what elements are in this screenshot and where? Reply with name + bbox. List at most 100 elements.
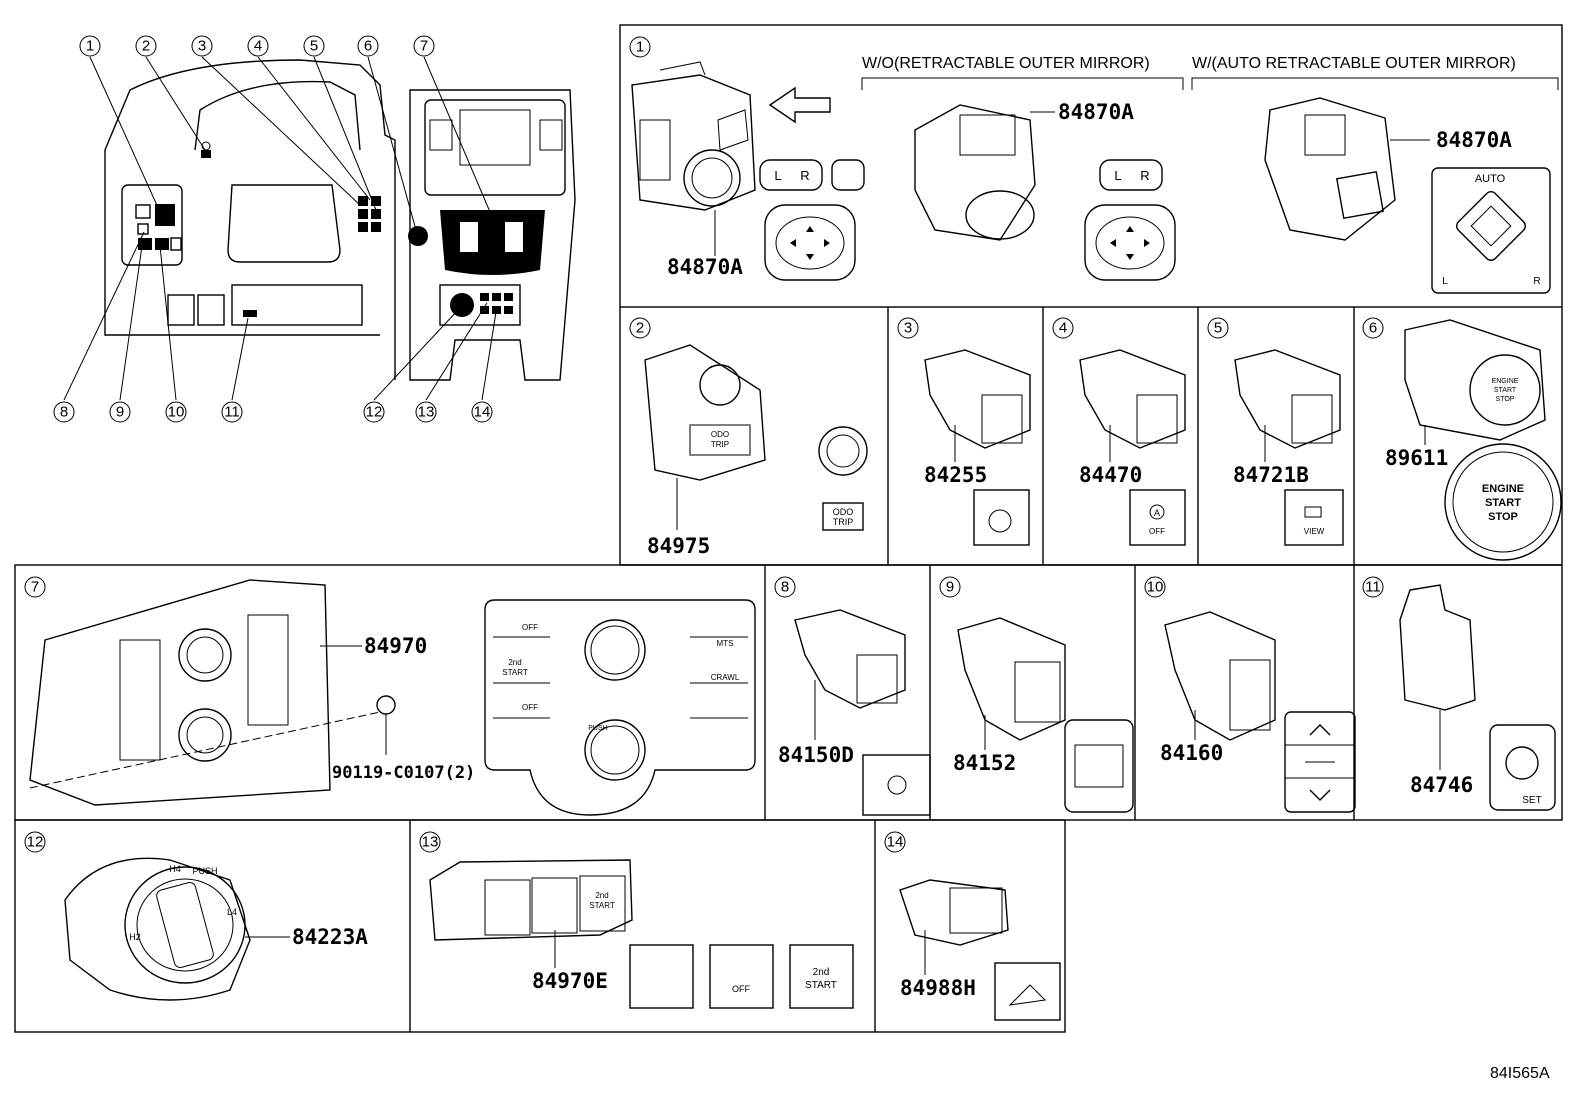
svg-text:PUSH: PUSH: [588, 725, 607, 732]
arrow-icon: [768, 86, 831, 124]
callout-circle: [357, 35, 379, 57]
engine-start-stop-icon: [1444, 443, 1562, 561]
svg-text:A: A: [1154, 508, 1160, 518]
callout-circle: [79, 35, 101, 57]
auto-off-button-icon: [1129, 489, 1186, 546]
panel-7: 7 84970 90119-C0107(2) OFF 2nd START OFF…: [24, 576, 756, 816]
fog-light-switch-icon: [1064, 719, 1134, 813]
header-without-retractable: W/O(RETRACTABLE OUTER MIRROR): [862, 55, 1150, 72]
svg-text:2nd: 2nd: [508, 658, 521, 667]
svg-text:TRIP: TRIP: [833, 517, 854, 527]
panel-14: 14 84988H: [884, 831, 1061, 1021]
panel-11-number: 11: [1365, 579, 1381, 596]
part-90119-C0107: 90119-C0107(2): [332, 763, 475, 783]
lr-button-icon: [1099, 159, 1163, 191]
part-84470: 84470: [1079, 463, 1142, 487]
svg-text:STOP: STOP: [1488, 511, 1518, 523]
panel-7-number: 7: [31, 579, 39, 596]
callout-circle: [471, 401, 493, 423]
panel-13-number: 13: [422, 834, 439, 851]
svg-text:MTS: MTS: [717, 639, 734, 648]
svg-text:START: START: [805, 980, 837, 991]
panel-13: 13 2nd START 84970E OFF 2nd START: [419, 831, 854, 1009]
part-84160: 84160: [1160, 741, 1223, 765]
panel-10: 10 84160: [1144, 576, 1356, 813]
panel-1: 1 W/O(RETRACTABLE OUTER MIRROR) W/(AUTO …: [629, 36, 1559, 294]
panel-11: 11 84746 SET: [1362, 576, 1556, 811]
svg-text:START: START: [589, 901, 615, 910]
panel-14-number: 14: [887, 834, 904, 851]
reference-code: 84I565A: [1490, 1065, 1550, 1082]
panel-10-number: 10: [1147, 579, 1164, 596]
overview-callout-2: 2: [142, 38, 150, 55]
rear-seat-icon: [994, 962, 1061, 1021]
svg-text:ODO: ODO: [833, 507, 854, 517]
svg-text:L4: L4: [227, 907, 237, 917]
auto-mirror-pad-icon: [1431, 167, 1551, 294]
callout-circle: [221, 401, 243, 423]
panel-2: 2 ODO TRIP 84975 ODO TRIP: [629, 317, 868, 558]
direction-pad-icon: [1084, 204, 1176, 281]
direction-pad-icon: [764, 204, 856, 281]
panel-8: 8 84150D: [774, 576, 931, 816]
panel-12: 12 H4 PUSH H2 L4 84223A: [24, 831, 368, 1001]
terrain-control-face-icon: [484, 599, 756, 816]
svg-text:AUTO: AUTO: [1475, 173, 1506, 185]
svg-text:STOP: STOP: [1496, 396, 1515, 403]
callout-circle: [415, 401, 437, 423]
part-84255: 84255: [924, 463, 987, 487]
svg-text:R: R: [1140, 168, 1149, 183]
overview-callouts: 1 2 3 4 5 6 7 8 9 10 11 12 13 14: [53, 35, 493, 423]
svg-text:H2: H2: [129, 932, 141, 942]
svg-text:SET: SET: [1522, 795, 1541, 806]
svg-text:L: L: [774, 168, 781, 183]
mirror-switch-drawing: [631, 61, 756, 211]
traction-off-icon: [709, 944, 774, 1009]
overview-callout-4: 4: [254, 38, 262, 55]
svg-text:OFF: OFF: [522, 623, 538, 632]
tire-pressure-set-icon: [1489, 724, 1556, 811]
svg-text:ENGINE: ENGINE: [1482, 483, 1524, 495]
header-with-auto-retractable: W/(AUTO RETRACTABLE OUTER MIRROR): [1192, 55, 1516, 72]
callout-circle: [191, 35, 213, 57]
svg-text:L: L: [1442, 276, 1448, 287]
headlight-leveling-icon: [862, 754, 931, 816]
panel-8-number: 8: [781, 579, 789, 596]
ambient-light-switch-icon: [1284, 711, 1356, 813]
svg-text:CRAWL: CRAWL: [711, 673, 740, 682]
part-84150D: 84150D: [778, 743, 854, 767]
svg-text:PUSH: PUSH: [192, 866, 217, 876]
part-84970E: 84970E: [532, 969, 608, 993]
svg-text:H4: H4: [169, 864, 181, 874]
callout-circle: [135, 35, 157, 57]
part-84988H: 84988H: [900, 976, 976, 1000]
svg-text:R: R: [800, 168, 809, 183]
svg-text:2nd: 2nd: [595, 891, 608, 900]
panel-6-number: 6: [1369, 320, 1377, 337]
callout-circle: [303, 35, 325, 57]
svg-text:L: L: [1114, 168, 1121, 183]
overview-callout-7: 7: [420, 38, 428, 55]
overview-callout-14: 14: [474, 404, 491, 421]
svg-text:START: START: [1494, 387, 1517, 394]
panel-2-number: 2: [636, 320, 644, 337]
callout-circle: [165, 401, 187, 423]
panel-6: 6 ENGINE START STOP 89611 ENGINE START S…: [1362, 317, 1562, 561]
panel-9: 9 84152: [939, 576, 1134, 813]
part-84870A-c: 84870A: [1436, 128, 1512, 152]
panel-9-number: 9: [946, 579, 954, 596]
overview-callout-9: 9: [116, 404, 124, 421]
dimmer-knob-icon: [818, 426, 868, 476]
auto-mirror-switch-drawing: [1264, 97, 1430, 241]
part-84970: 84970: [364, 634, 427, 658]
svg-text:R: R: [1533, 276, 1540, 287]
callout-circle: [109, 401, 131, 423]
overview-callout-13: 13: [418, 404, 435, 421]
mirror-switch-drawing-b: [914, 104, 1055, 241]
svg-text:OFF: OFF: [732, 984, 750, 994]
part-84870A-a: 84870A: [667, 255, 743, 279]
panel-4-number: 4: [1059, 320, 1067, 337]
svg-text:OFF: OFF: [522, 703, 538, 712]
svg-text:START: START: [502, 668, 528, 677]
